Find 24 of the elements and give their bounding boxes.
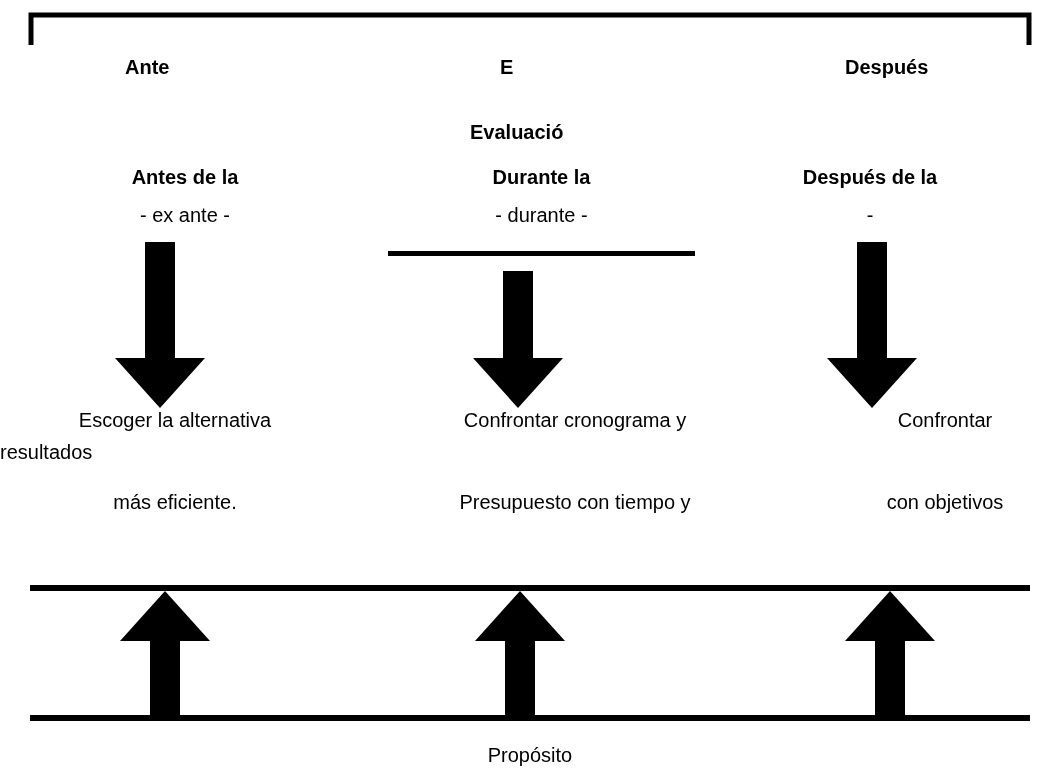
subtitle-text: -: [866, 203, 874, 227]
heading-text: Después: [845, 55, 929, 79]
block-arrow: [845, 591, 935, 715]
heading-text: E: [500, 55, 514, 79]
block-arrow: [115, 242, 205, 408]
block-arrow: [475, 591, 565, 715]
column-heading: Antes de la: [131, 165, 239, 189]
column-heading: Durante la: [492, 165, 591, 189]
description-text: Confrontar: [897, 408, 993, 432]
block-arrow: [120, 591, 210, 715]
heading-text: Ante: [125, 55, 170, 79]
block-arrow: [473, 271, 563, 408]
caption-text: Propósito: [487, 743, 573, 767]
description-text: Escoger la alternativa: [78, 408, 272, 432]
subtitle-text: - durante -: [495, 203, 588, 227]
description-text: Presupuesto con tiempo y: [459, 490, 691, 514]
description-text: más eficiente.: [113, 490, 237, 514]
column-heading: Después de la: [802, 165, 938, 189]
description-text: Confrontar cronograma y: [463, 408, 687, 432]
description-text: con objetivos: [886, 490, 1004, 514]
block-arrow: [827, 242, 917, 408]
heading-text: Evaluació: [470, 120, 564, 144]
label-text: resultados: [0, 440, 93, 464]
subtitle-text: - ex ante -: [139, 203, 230, 227]
